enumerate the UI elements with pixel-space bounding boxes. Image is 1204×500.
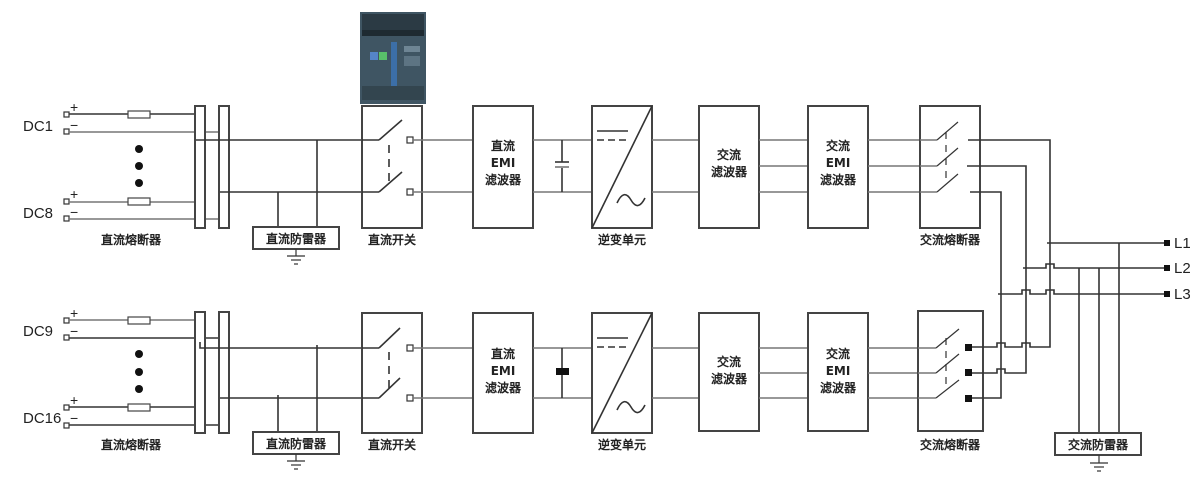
output-l1: L1	[1174, 235, 1191, 252]
dc-switch-box	[361, 312, 423, 434]
svg-text:EMI: EMI	[826, 156, 851, 170]
svg-text:直流: 直流	[491, 138, 515, 153]
svg-text:EMI: EMI	[491, 364, 516, 378]
dc-emi-filter-box	[472, 312, 534, 434]
input-label-dc8: DC8	[23, 205, 53, 222]
svg-text:滤波器: 滤波器	[820, 380, 857, 395]
ac-emi-filter-box	[807, 105, 869, 229]
dc-fuse-label: 直流熔断器	[101, 437, 162, 452]
fuse-icon	[127, 197, 151, 206]
dc-spd-label: 直流防雷器	[266, 231, 327, 246]
ground-icon	[287, 249, 305, 265]
ac-filter-box	[698, 312, 760, 432]
ac-filter-box	[698, 105, 760, 229]
capacitor-icon	[556, 368, 569, 375]
dc-emi-filter-box	[472, 105, 534, 229]
inverter-label: 逆变单元	[598, 232, 646, 247]
ellipsis-dot	[135, 145, 143, 153]
svg-text:滤波器: 滤波器	[711, 371, 748, 386]
terminal-l2-icon	[1164, 265, 1170, 271]
upper-channel: DC1 DC8 + − + − 直流熔断器 直流防雷器	[23, 99, 1051, 294]
terminal-l1-icon	[1164, 240, 1170, 246]
fuse-icon	[127, 403, 151, 412]
ellipsis-dot	[135, 385, 143, 393]
svg-text:滤波器: 滤波器	[485, 380, 522, 395]
dc-busbar-negative	[218, 311, 230, 434]
svg-text:交流: 交流	[826, 346, 850, 361]
sine-icon	[616, 193, 646, 207]
ac-fuse-label: 交流熔断器	[920, 232, 981, 247]
minus-sign: −	[70, 117, 78, 133]
svg-text:滤波器: 滤波器	[485, 172, 522, 187]
dc-busbar-positive	[194, 105, 206, 229]
dc-busbar-positive	[194, 311, 206, 434]
ac-fuse-box	[919, 105, 981, 229]
svg-text:EMI: EMI	[826, 364, 851, 378]
minus-sign: −	[70, 323, 78, 339]
circuit-breaker-photo	[360, 12, 426, 104]
ac-fuse-box	[917, 310, 984, 432]
svg-text:滤波器: 滤波器	[711, 164, 748, 179]
minus-sign: −	[70, 204, 78, 220]
dc-busbar-negative	[218, 105, 230, 229]
dc-switch-box	[361, 105, 423, 229]
ellipsis-dot	[135, 162, 143, 170]
fuse-icon	[127, 110, 151, 119]
ground-icon	[1090, 455, 1108, 472]
svg-text:EMI: EMI	[491, 156, 516, 170]
dc-switch-label: 直流开关	[368, 437, 416, 452]
lower-channel: DC9 DC16 + − + − 直流熔断器 直流防雷器	[23, 243, 1051, 470]
dc-switch-label: 直流开关	[368, 232, 416, 247]
terminal-icon	[63, 111, 70, 118]
sine-icon	[616, 400, 646, 414]
terminal-icon	[63, 317, 70, 324]
input-label-dc16: DC16	[23, 410, 61, 427]
ellipsis-dot	[135, 350, 143, 358]
plus-sign: +	[70, 99, 78, 115]
output-bus: L1 L2 L3 交流防雷器	[998, 235, 1191, 472]
terminal-icon	[63, 215, 70, 222]
plus-sign: +	[70, 392, 78, 408]
ac-spd-box	[1054, 432, 1142, 456]
terminal-l3-icon	[1164, 291, 1170, 297]
dc-spd-label: 直流防雷器	[266, 436, 327, 451]
input-label-dc1: DC1	[23, 118, 53, 135]
output-l3: L3	[1174, 286, 1191, 303]
output-l2: L2	[1174, 260, 1191, 277]
terminal-icon	[63, 404, 70, 411]
terminal-icon	[63, 334, 70, 341]
svg-text:滤波器: 滤波器	[820, 172, 857, 187]
ac-emi-filter-box	[807, 312, 869, 432]
plus-sign: +	[70, 186, 78, 202]
plus-sign: +	[70, 305, 78, 321]
svg-text:交流: 交流	[717, 354, 741, 369]
ellipsis-dot	[135, 179, 143, 187]
svg-text:交流: 交流	[717, 147, 741, 162]
fuse-icon	[127, 316, 151, 325]
ground-icon	[287, 454, 305, 470]
terminal-icon	[63, 198, 70, 205]
inverter-label: 逆变单元	[598, 437, 646, 452]
input-label-dc9: DC9	[23, 323, 53, 340]
svg-text:直流: 直流	[491, 346, 515, 361]
minus-sign: −	[70, 410, 78, 426]
terminal-icon	[63, 422, 70, 429]
ellipsis-dot	[135, 368, 143, 376]
terminal-icon	[63, 128, 70, 135]
svg-text:交流: 交流	[826, 138, 850, 153]
dc-fuse-label: 直流熔断器	[101, 232, 162, 247]
ac-spd-label: 交流防雷器	[1068, 437, 1129, 452]
ac-fuse-label: 交流熔断器	[920, 437, 981, 452]
